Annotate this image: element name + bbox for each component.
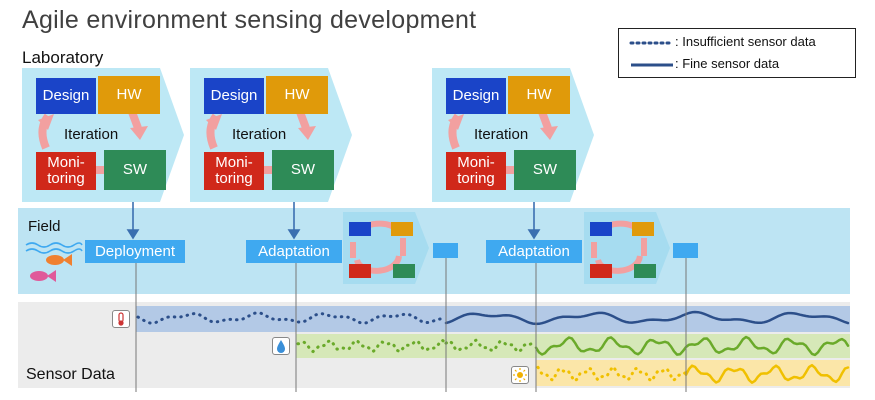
monitoring-box: Moni- toring [204,152,264,190]
hw-box: HW [508,76,570,114]
legend-insufficient-label: : Insufficient sensor data [675,34,816,49]
field-label: Field [28,218,61,235]
arrowhead-2 [287,229,301,240]
temperature-trace-insufficient [136,311,446,325]
design-box: Design [446,78,506,114]
sw-box: SW [104,150,166,190]
dotted-line-icon [629,41,675,45]
adaptation-chip-1: Adaptation [246,240,342,263]
temperature-trace-fine [444,310,850,326]
adaptation-chip-2: Adaptation [486,240,582,263]
lab-cycle-2: Design HW Iteration Moni- toring SW [190,68,352,202]
arrowhead-1 [126,229,140,240]
iteration-label: Iteration [64,126,119,143]
sw-box: SW [272,150,334,190]
solid-line-icon [631,63,673,67]
fish-icon [30,254,72,282]
arrowhead-3 [527,229,541,240]
laboratory-label: Laboratory [22,48,104,67]
field-cycle-2 [584,212,670,284]
light-trace-fine [684,363,850,384]
humidity-trace-insufficient [296,338,447,354]
design-box: Design [36,78,96,114]
deployment-chip: Deployment [85,240,185,263]
hw-box: HW [98,76,160,114]
field-node-2 [673,243,698,258]
lab-cycle-3: Design HW Iteration Moni- toring SW [432,68,594,202]
monitoring-box: Moni- toring [446,152,506,190]
hw-box: HW [266,76,328,114]
field-node-1 [433,243,458,258]
thermometer-icon [112,310,130,328]
lab-cycle-1: Design HW Iteration Moni- toring SW [22,68,184,202]
legend-insufficient: : Insufficient sensor data [629,34,816,49]
page-title: Agile environment sensing development [22,6,477,34]
legend: : Insufficient sensor data : Fine sensor… [618,28,856,78]
field-cycle-1 [343,212,429,284]
sun-icon [511,366,529,384]
humidity-trace-fine [534,335,850,357]
monitoring-box: Moni- toring [36,152,96,190]
wave-icon [25,242,83,254]
sw-box: SW [514,150,576,190]
water-drop-icon [272,337,290,355]
legend-fine: : Fine sensor data [629,56,779,71]
sensor-data-label: Sensor Data [26,366,115,383]
design-box: Design [204,78,264,114]
iteration-label: Iteration [474,126,529,143]
iteration-label: Iteration [232,126,287,143]
humidity-trace-insufficient-2 [444,338,538,354]
light-band [536,360,850,386]
light-trace-insufficient [536,365,687,383]
legend-fine-label: : Fine sensor data [675,56,780,71]
